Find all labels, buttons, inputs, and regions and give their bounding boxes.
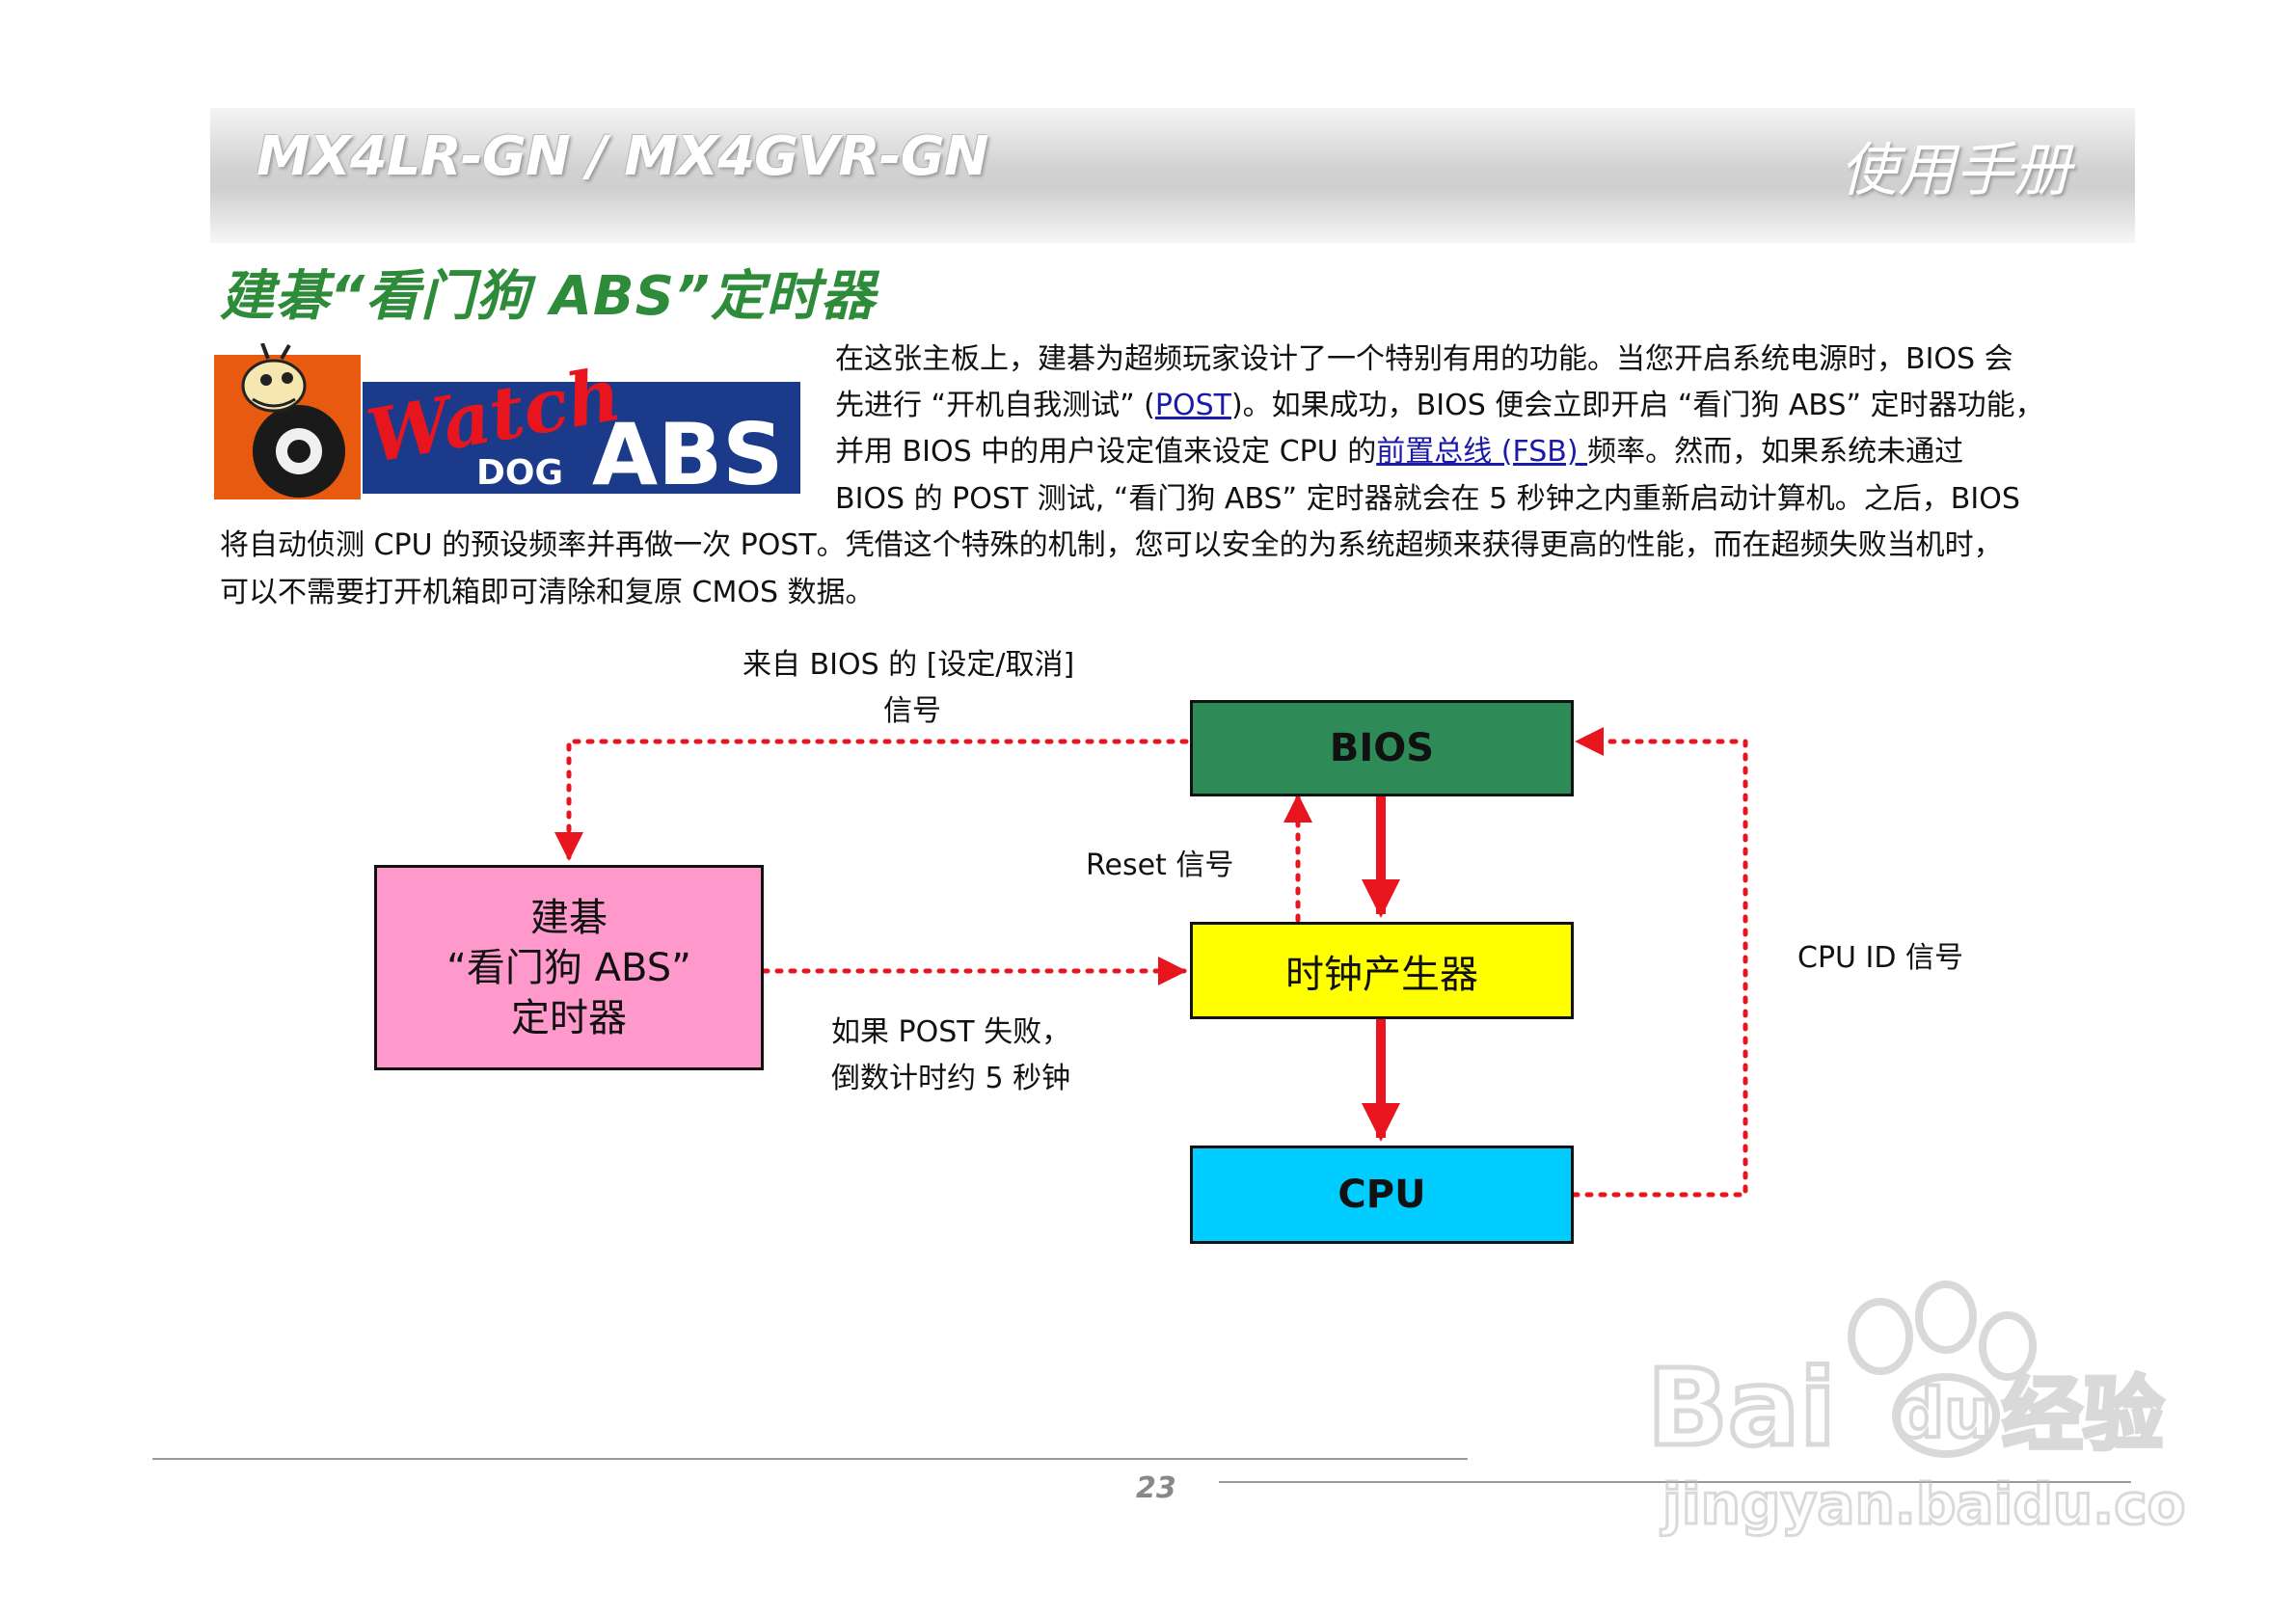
header-manual-title: 使用手册 [1840,137,2071,204]
watermark-brand: Bai [1647,1346,1836,1470]
page-number: 23 [1136,1471,1176,1505]
timer-label-1: 建碁 [530,895,608,940]
cpu-box: CPU [1190,1146,1574,1244]
paragraph-line-5: 将自动侦测 CPU 的预设频率并再做一次 POST。凭借这个特殊的机制，您可以安… [220,528,2003,562]
watermark-url: jingyan.baidu.com [1661,1471,2187,1537]
signal-top-label-1: 来自 BIOS 的 [设定/取消] [743,648,1075,682]
watermark-brand-du: du [1896,1374,1992,1453]
clock-generator-box: 时钟产生器 [1190,922,1574,1019]
signal-top-label-2: 信号 [883,694,941,728]
paragraph-line-3: 并用 BIOS 中的用户设定值来设定 CPU 的前置总线 (FSB) 频率。然而… [835,429,1963,476]
baidu-watermark: Bai du 经验 jingyan.baidu.com [1645,1281,2187,1539]
post-fail-label-2: 倒数计时约 5 秒钟 [831,1062,1071,1095]
watermark-cn: 经验 [2002,1367,2164,1462]
bios-to-timer-line [554,739,1189,861]
footer-rule-left [152,1458,1468,1460]
reset-signal-label: Reset 信号 [1086,849,1234,882]
clock-generator-label: 时钟产生器 [1285,952,1478,997]
fsb-link[interactable]: 前置总线 (FSB) [1376,435,1588,469]
paragraph-line-3a: 并用 BIOS 中的用户设定值来设定 CPU 的 [835,435,1377,469]
logo-abs: ABS [592,405,784,503]
header-model: MX4LR-GN / MX4GVR-GN [257,125,989,188]
timer-label-3: 定时器 [511,995,627,1040]
bios-label: BIOS [1329,726,1435,770]
paragraph-line-3b: 频率。然而，如果系统未通过 [1587,435,1964,469]
cpu-label: CPU [1337,1173,1426,1217]
logo-dog: DOG [476,453,563,493]
paragraph-line-2a: 先进行 “开机自我测试” ( [835,389,1155,422]
watchdog-timer-box: 建碁 “看门狗 ABS” 定时器 [374,865,764,1070]
timer-label-2: “看门狗 ABS” [446,945,691,990]
paragraph-line-4: BIOS 的 POST 测试, “看门狗 ABS” 定时器就会在 5 秒钟之内重… [835,482,2020,516]
cpu-id-signal-label: CPU ID 信号 [1797,941,1964,975]
paragraph-line-1: 在这张主板上，建碁为超频玩家设计了一个特别有用的功能。当您开启系统电源时，BIO… [835,342,2013,376]
bios-box: BIOS [1190,700,1574,796]
footer-rule-right [1219,1481,2131,1483]
post-fail-label-1: 如果 POST 失败， [831,1015,1071,1049]
cpu-id-line [1571,727,1748,1198]
paragraph-line-6: 可以不需要打开机箱即可清除和复原 CMOS 数据。 [220,576,875,609]
paragraph-line-2b: )。如果成功，BIOS 便会立即开启 “看门狗 ABS” 定时器功能， [1230,389,2044,422]
post-link[interactable]: POST [1154,389,1231,422]
paragraph-line-2: 先进行 “开机自我测试” (POST)。如果成功，BIOS 便会立即开启 “看门… [835,383,2044,430]
header-band: MX4LR-GN / MX4GVR-GN 使用手册 [210,108,2135,243]
section-title: 建碁“看门狗 ABS”定时器 [220,265,876,328]
watchdog-abs-logo: Watch DOG ABS [214,343,800,503]
